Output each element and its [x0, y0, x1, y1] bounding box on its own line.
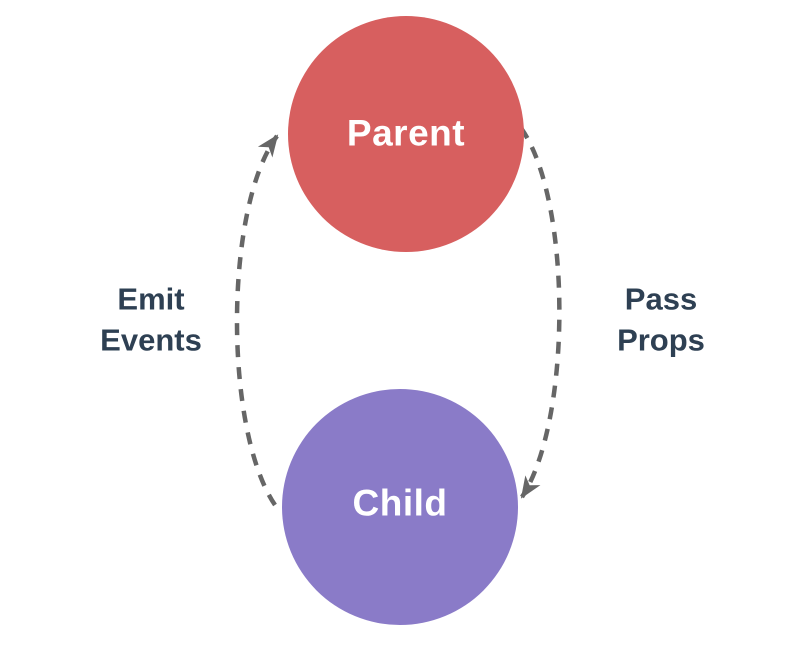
pass-props-label-line2: Props — [617, 323, 705, 358]
pass-props-label-line1: Pass — [625, 282, 697, 317]
parent-node — [288, 16, 524, 252]
parent-node-label: Parent — [347, 113, 465, 154]
child-node-label: Child — [353, 483, 448, 524]
emit-events-label-line1: Emit — [117, 282, 184, 317]
emit-events-arrow — [234, 134, 279, 507]
pass-props-arrow — [519, 126, 562, 499]
child-node — [282, 389, 518, 625]
emit-events-label-line2: Events — [100, 323, 202, 358]
